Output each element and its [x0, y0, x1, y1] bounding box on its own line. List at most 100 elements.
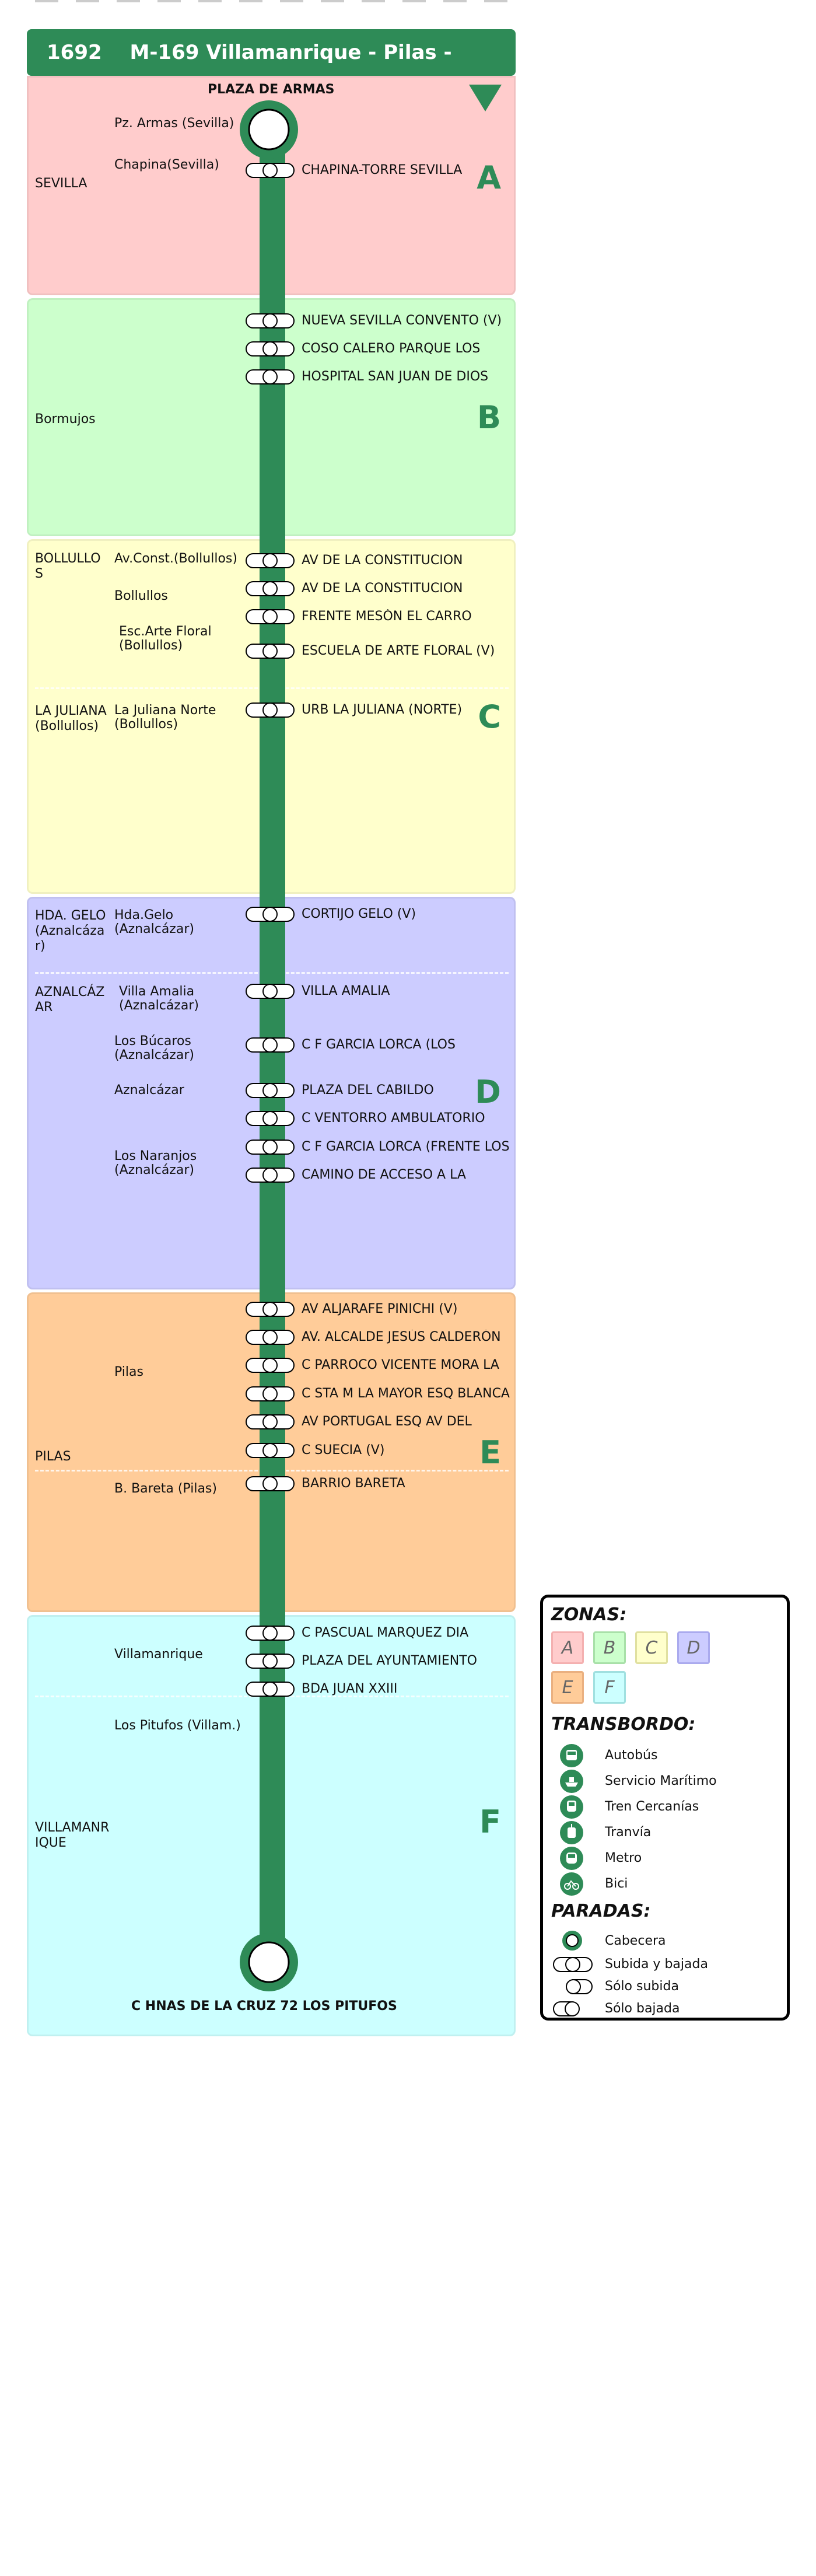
- stop-label: C F GARCIA LORCA (FRENTE LOS: [302, 1140, 510, 1154]
- stop-label: CHAPINA-TORRE SEVILLA: [302, 163, 463, 177]
- stop-marker-icon: [246, 984, 295, 999]
- municipio-label: VILLAMANR IQUE: [35, 1820, 110, 1850]
- nucleo-label: Chapina(Sevilla): [114, 158, 219, 172]
- stop-label: C PASCUAL MARQUEZ DIA: [302, 1626, 469, 1640]
- stop-marker-icon: [246, 1140, 295, 1155]
- stop-label: CORTIJO GELO (V): [302, 907, 416, 921]
- legend-solo-bajada: Sólo bajada: [605, 2001, 680, 2016]
- legend-zone-f: F: [593, 1671, 626, 1704]
- stop-marker-icon: [246, 1037, 295, 1053]
- stop-marker-icon: [246, 1414, 295, 1429]
- nucleo-label: Los Naranjos (Aznalcázar): [114, 1149, 197, 1177]
- stop-label: C F GARCIA LORCA (LOS: [302, 1037, 456, 1052]
- legend-cabecera: Cabecera: [605, 1934, 666, 1948]
- nucleo-label: B. Bareta (Pilas): [114, 1481, 217, 1496]
- municipio-label: BOLLULLO S: [35, 551, 101, 581]
- nucleo-label: La Juliana Norte (Bollullos): [114, 703, 216, 732]
- stop-label: C STA M LA MAYOR ESQ BLANCA: [302, 1386, 510, 1401]
- cabecera-icon: [562, 1931, 582, 1951]
- legend-tranvia: Tranvía: [605, 1825, 652, 1840]
- bus-icon: [560, 1744, 583, 1767]
- line-header: 1692 M-169 Villamanrique - Pilas - Sevil…: [27, 29, 516, 111]
- stop-marker-icon: [246, 702, 295, 718]
- legend-metro: Metro: [605, 1851, 642, 1865]
- stop-label: C PARROCO VICENTE MORA LA: [302, 1358, 499, 1372]
- line-number: 1692: [47, 41, 102, 64]
- legend-zone-e: E: [551, 1671, 584, 1704]
- terminal-start-icon: [240, 100, 298, 159]
- legend-cercanias: Tren Cercanías: [605, 1799, 699, 1814]
- stop-label: FRENTE MESÓN EL CARRO: [302, 609, 472, 624]
- stop-marker-icon: [246, 907, 295, 922]
- terminal-end-icon: [240, 1933, 298, 1991]
- legend-subida-bajada: Subida y bajada: [605, 1957, 708, 1972]
- legend-zone-c: C: [635, 1631, 668, 1664]
- metro-icon: [560, 1847, 583, 1870]
- stop-marker-icon: [246, 1168, 295, 1183]
- stop-marker-icon: [246, 1083, 295, 1098]
- stop-marker-icon: [246, 581, 295, 596]
- subida-bajada-icon: [553, 1957, 593, 1972]
- stop-marker-icon: [246, 609, 295, 624]
- legend-paradas-title: PARADAS:: [551, 1901, 651, 1921]
- tram-icon: [560, 1821, 583, 1844]
- stop-marker-icon: [246, 163, 295, 178]
- zone-letter: E: [479, 1434, 501, 1471]
- top-decoration: [35, 0, 513, 2]
- legend: ZONAS: A B C D E F TRANSBORDO: Autobús S…: [540, 1595, 790, 2021]
- route-line: [260, 128, 285, 1943]
- stop-label: VILLA AMALIA: [302, 984, 390, 998]
- solo-subida-icon: [566, 1979, 593, 1994]
- nucleo-label: Aznalcázar: [114, 1083, 184, 1097]
- legend-bici: Bici: [605, 1876, 628, 1891]
- stop-label: AV PORTUGAL ESQ AV DEL: [302, 1414, 472, 1429]
- terminal-start-label: PLAZA DE ARMAS: [208, 82, 335, 97]
- stop-label: C SUECIA (V): [302, 1443, 385, 1457]
- stop-marker-icon: [246, 1476, 295, 1491]
- stop-marker-icon: [246, 1330, 295, 1345]
- stop-marker-icon: [246, 1626, 295, 1641]
- stop-label: AV DE LA CONSTITUCION: [302, 581, 463, 596]
- stop-label: PLAZA DEL AYUNTAMIENTO: [302, 1654, 477, 1668]
- stop-marker-icon: [246, 1682, 295, 1697]
- stop-label: AV DE LA CONSTITUCION: [302, 553, 463, 568]
- zone-letter: C: [478, 698, 501, 735]
- stop-label: PLAZA DEL CABILDO: [302, 1083, 434, 1097]
- nucleo-label: Villamanrique: [114, 1647, 203, 1662]
- municipio-label: PILAS: [35, 1449, 71, 1464]
- stop-marker-icon: [246, 1302, 295, 1317]
- municipio-label: LA JULIANA (Bollullos): [35, 704, 107, 733]
- zone-letter: A: [477, 159, 501, 196]
- legend-transbordo-title: TRANSBORDO:: [551, 1714, 696, 1735]
- stop-marker-icon: [246, 369, 295, 385]
- stop-marker-icon: [246, 341, 295, 356]
- stop-marker-icon: [246, 313, 295, 328]
- legend-zonas-title: ZONAS:: [551, 1605, 627, 1625]
- stop-label: CAMINO DE ACCESO A LA: [302, 1168, 466, 1182]
- stop-marker-icon: [246, 1386, 295, 1401]
- train-icon: [560, 1795, 583, 1819]
- stop-label: HOSPITAL SAN JUAN DE DIOS: [302, 369, 489, 384]
- municipio-label: SEVILLA: [35, 176, 87, 191]
- nucleo-label: Hda.Gelo (Aznalcázar): [114, 908, 194, 936]
- legend-maritimo: Servicio Marítimo: [605, 1774, 717, 1788]
- municipio-label: HDA. GELO (Aznalcáza r): [35, 908, 106, 953]
- stop-marker-icon: [246, 1654, 295, 1669]
- nucleo-label: Esc.Arte Floral (Bollullos): [119, 624, 212, 653]
- legend-zone-a: A: [551, 1631, 584, 1664]
- legend-zone-d: D: [677, 1631, 710, 1664]
- legend-autobus: Autobús: [605, 1748, 658, 1763]
- stop-marker-icon: [246, 553, 295, 568]
- stop-label: C VENTORRO AMBULATORIO: [302, 1111, 485, 1126]
- legend-solo-subida: Sólo subida: [605, 1979, 679, 1994]
- stop-marker-icon: [246, 1358, 295, 1373]
- zone-letter: B: [477, 399, 501, 436]
- municipio-label: AZNALCÁZ AR: [35, 985, 105, 1015]
- stop-marker-icon: [246, 1111, 295, 1126]
- stop-label: BDA JUAN XXIII: [302, 1682, 398, 1696]
- bike-icon: [560, 1872, 583, 1896]
- direction-arrow-icon: [469, 85, 502, 111]
- nucleo-label: Los Búcaros (Aznalcázar): [114, 1034, 194, 1062]
- terminal-end-label: C HNAS DE LA CRUZ 72 LOS PITUFOS: [131, 1999, 397, 2014]
- stop-marker-icon: [246, 1443, 295, 1458]
